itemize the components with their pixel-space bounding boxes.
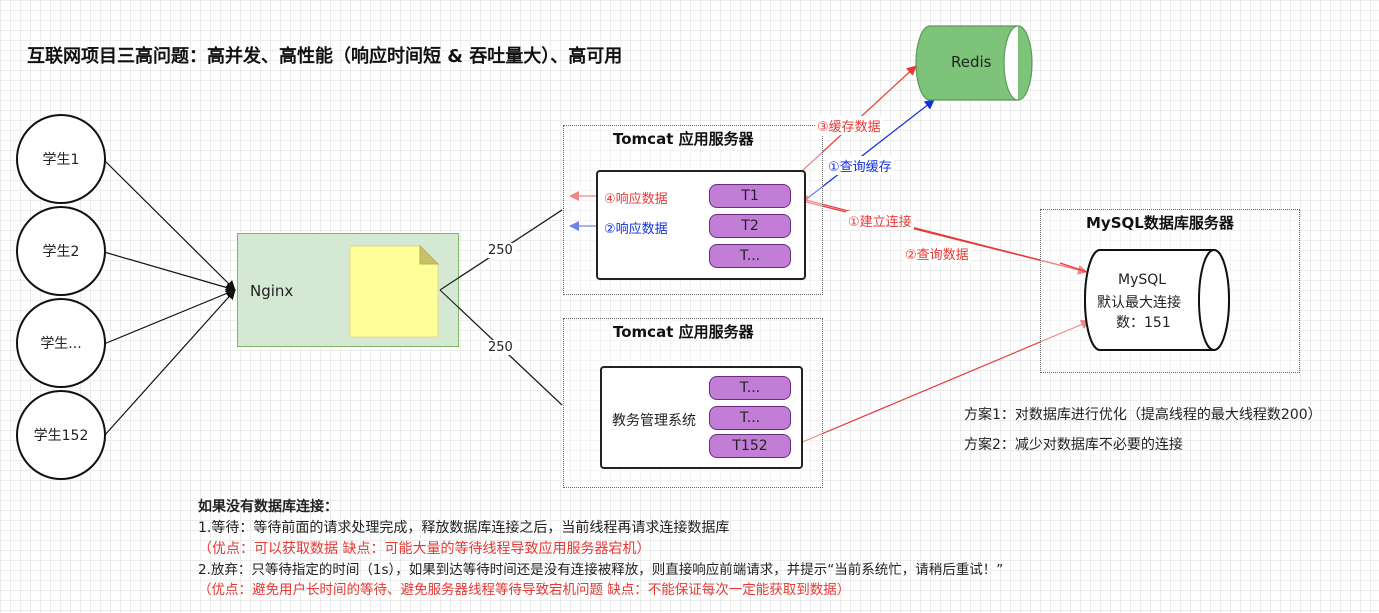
notes-line1: 1.等待：等待前面的请求处理完成，释放数据库连接之后，当前线程再请求连接数据库 — [198, 520, 730, 536]
flow-label-connect: ①建立连接 — [846, 211, 914, 230]
mysql-line3: 数：151 — [1116, 315, 1171, 331]
flow-label-resp1: ④响应数据 — [602, 188, 670, 207]
student-label: 学生152 — [33, 428, 89, 444]
tomcat-bottom-title: Tomcat 应用服务器 — [613, 323, 754, 341]
mysql-group — [1040, 209, 1300, 373]
edge-query-data — [797, 195, 1088, 273]
plan-1: 方案1：对数据库进行优化（提高线程的最大线程数200） — [964, 407, 1322, 423]
notes-line2-red: （优点：避免用户长时间的等待、避免服务器线程等待导致宕机问题 缺点：不能保证每次… — [198, 582, 851, 598]
thread-t2: T2 — [709, 214, 791, 238]
thread-t1: T1 — [709, 184, 791, 208]
page-title: 互联网项目三高问题：高并发、高性能（响应时间短 & 吞吐量大）、高可用 — [27, 46, 623, 67]
nginx-label: Nginx — [250, 282, 294, 300]
flow-label-query-data: ②查询数据 — [903, 244, 971, 263]
student-node-1: 学生1 — [16, 114, 106, 204]
notes-heading: 如果没有数据库连接： — [198, 499, 338, 515]
mysql-line2: 默认最大连接 — [1097, 295, 1181, 311]
mysql-line1: MySQL — [1118, 272, 1167, 288]
thread-t-more-b: T... — [709, 406, 791, 430]
flow-label-query-cache: ①查询缓存 — [826, 156, 894, 175]
student-node-2: 学生2 — [16, 206, 106, 296]
plan-2: 方案2：减少对数据库不必要的连接 — [964, 437, 1183, 453]
flow-label-resp2: ②响应数据 — [602, 218, 670, 237]
edge-student4-nginx — [103, 289, 236, 437]
student-label: 学生1 — [42, 152, 80, 168]
app-label: 教务管理系统 — [612, 413, 696, 429]
redis-node — [915, 25, 1033, 101]
redis-label: Redis — [951, 53, 992, 71]
flow-label-cache-data: ③缓存数据 — [815, 116, 883, 135]
tomcat-top-title: Tomcat 应用服务器 — [613, 130, 754, 148]
student-label: 学生2 — [42, 244, 80, 260]
edge-student1-nginx — [103, 159, 236, 291]
mysql-group-title: MySQL数据库服务器 — [1086, 214, 1234, 232]
edge-label-lower: 250 — [486, 340, 515, 355]
notes-line2: 2.放弃：只等待指定的时间（1s），如果到达等待时间还是没有连接被释放，则直接响… — [198, 562, 1004, 578]
edge-label-upper: 250 — [486, 243, 515, 258]
student-node-4: 学生152 — [16, 390, 106, 480]
notes-line1-red: （优点：可以获取数据 缺点：可能大量的等待线程导致应用服务器宕机） — [198, 541, 651, 557]
thread-t-more-a: T... — [709, 376, 791, 400]
edge-query-cache — [794, 99, 935, 209]
edge-student3-nginx — [103, 288, 236, 345]
edge-student2-nginx — [103, 251, 236, 293]
student-node-3: 学生... — [16, 298, 106, 388]
thread-t152: T152 — [709, 434, 791, 458]
thread-t-more: T... — [709, 244, 791, 268]
student-label: 学生... — [40, 336, 82, 352]
